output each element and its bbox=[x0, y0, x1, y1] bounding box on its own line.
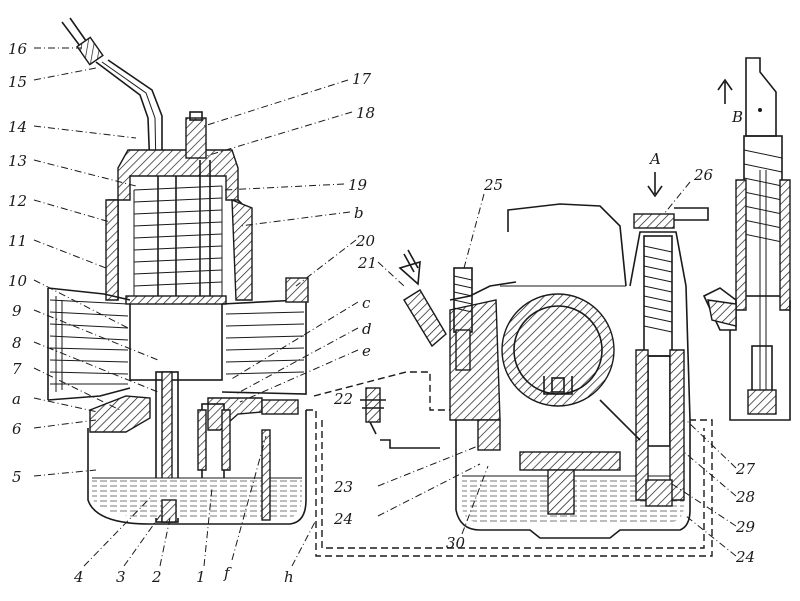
label-d: d bbox=[362, 320, 372, 338]
cross-section-assembly bbox=[449, 172, 709, 539]
label-27: 27 bbox=[735, 460, 756, 478]
label-3: 3 bbox=[116, 568, 126, 586]
throttle-slide bbox=[129, 299, 223, 381]
top-cap bbox=[117, 149, 239, 201]
air-intake bbox=[47, 287, 131, 401]
label-19: 19 bbox=[348, 176, 368, 194]
label-7: 7 bbox=[12, 360, 22, 378]
label-8: 8 bbox=[12, 334, 22, 352]
part-26-lever bbox=[633, 213, 675, 229]
label-28: 28 bbox=[735, 488, 755, 506]
label-23: 23 bbox=[333, 478, 353, 496]
label-b: b bbox=[354, 204, 364, 222]
label-h: h bbox=[284, 568, 294, 586]
leader-lines bbox=[33, 47, 737, 567]
mixing-chamber-body bbox=[89, 395, 151, 433]
label-4: 4 bbox=[73, 568, 84, 586]
part-22-nozzle bbox=[360, 387, 386, 435]
label-25: 25 bbox=[483, 176, 503, 194]
adjuster-screw bbox=[185, 117, 207, 159]
label-10: 10 bbox=[8, 272, 28, 290]
label-6: 6 bbox=[12, 420, 22, 438]
engine-outlet bbox=[221, 277, 309, 395]
label-B: B bbox=[731, 108, 743, 126]
label-24a: 24 bbox=[333, 510, 353, 528]
detail-view-b bbox=[702, 57, 791, 421]
label-14: 14 bbox=[8, 118, 27, 136]
label-22: 22 bbox=[333, 390, 353, 408]
main-carburetor-section bbox=[47, 17, 309, 525]
label-e: e bbox=[362, 342, 371, 360]
label-f: f bbox=[223, 564, 232, 582]
label-29: 29 bbox=[735, 518, 756, 536]
callout-labels: 16 15 14 13 12 11 10 9 8 7 a 6 5 4 3 2 1… bbox=[8, 40, 756, 586]
center-float-post bbox=[547, 469, 575, 515]
label-A: A bbox=[648, 150, 661, 168]
label-5: 5 bbox=[12, 468, 22, 486]
label-18: 18 bbox=[356, 104, 375, 122]
label-15: 15 bbox=[8, 73, 27, 91]
label-26: 26 bbox=[693, 166, 714, 184]
float-arm bbox=[261, 429, 271, 521]
label-a: a bbox=[12, 390, 21, 408]
throttle-cable bbox=[61, 17, 163, 171]
spring-housing bbox=[108, 199, 251, 300]
part-21-fitting bbox=[398, 249, 447, 348]
label-1: 1 bbox=[196, 568, 206, 586]
label-9: 9 bbox=[12, 302, 22, 320]
float-bowl bbox=[87, 410, 307, 525]
label-17: 17 bbox=[352, 70, 372, 88]
label-21: 21 bbox=[357, 254, 377, 272]
part-27-plunger bbox=[647, 355, 671, 447]
fuel-lines bbox=[306, 371, 713, 557]
throttle-spring bbox=[133, 185, 223, 296]
label-c: c bbox=[362, 294, 371, 312]
label-2: 2 bbox=[151, 568, 162, 586]
label-16: 16 bbox=[8, 40, 28, 58]
label-13: 13 bbox=[8, 152, 27, 170]
label-12: 12 bbox=[8, 192, 27, 210]
label-30: 30 bbox=[446, 534, 466, 552]
enricher-spring-housing bbox=[643, 235, 673, 357]
venturi-ring bbox=[501, 293, 615, 407]
label-20: 20 bbox=[355, 232, 376, 250]
adjuster-cap bbox=[189, 111, 203, 121]
label-11: 11 bbox=[8, 232, 27, 250]
label-24b: 24 bbox=[735, 548, 755, 566]
